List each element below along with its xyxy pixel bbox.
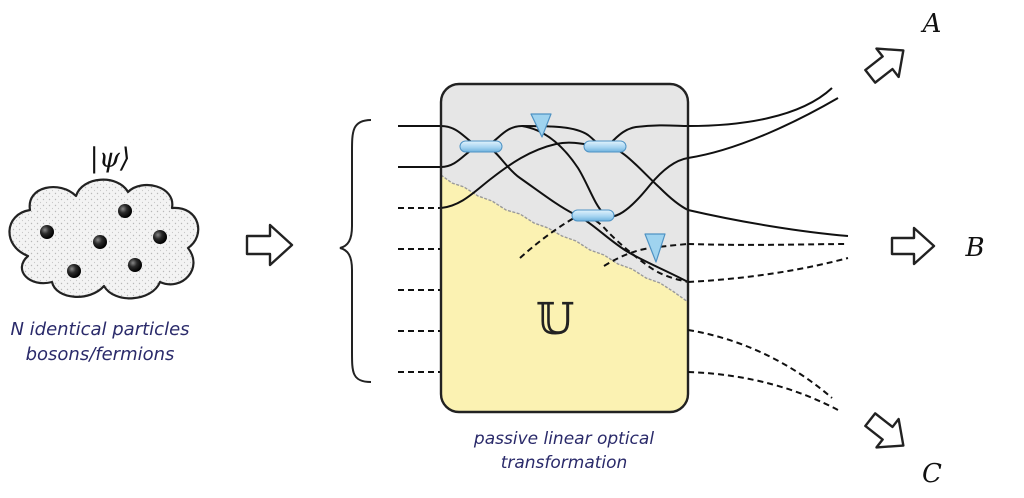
output-mode-line <box>687 87 833 127</box>
output-label-a: A <box>921 9 942 39</box>
beam-splitter <box>583 140 627 153</box>
source-caption-line2: bosons/fermions <box>26 344 175 365</box>
lower-region <box>441 173 688 412</box>
particle-cloud <box>8 178 200 300</box>
output-label-b: B <box>964 233 984 263</box>
unitary-symbol: 𝕌 <box>536 294 574 345</box>
particle <box>128 258 142 272</box>
device-caption-line1: passive linear optical <box>473 429 654 449</box>
output-label-c: C <box>922 459 942 489</box>
particle <box>153 230 167 244</box>
state-label: |ψ⟩ <box>90 143 131 174</box>
input-modes <box>398 125 441 373</box>
particle <box>93 235 107 249</box>
output-modes <box>687 87 849 411</box>
output-mode-line <box>687 243 849 246</box>
phase-shifter-icon <box>530 113 552 138</box>
particle <box>40 225 54 239</box>
beam-splitter <box>459 140 503 153</box>
output-mode-line <box>687 97 839 159</box>
output-arrow-c-icon <box>864 412 905 449</box>
output-mode-line <box>687 371 839 411</box>
input-modes-brace <box>339 119 372 383</box>
beam-splitter <box>571 209 615 222</box>
source-caption-line1: N identical particles <box>10 319 189 340</box>
output-mode-line <box>687 209 849 237</box>
device-caption-line2: transformation <box>501 453 628 473</box>
particle <box>118 204 132 218</box>
output-arrow-a-icon <box>864 47 905 84</box>
input-arrow-icon <box>245 223 294 267</box>
output-mode-line <box>687 257 849 283</box>
output-mode-line <box>687 329 833 399</box>
optical-network-box: 𝕌 <box>439 82 690 414</box>
particle <box>67 264 81 278</box>
phase-shifter-icon <box>644 233 666 263</box>
box-outline <box>439 82 690 414</box>
output-arrow-b-icon <box>890 226 936 266</box>
